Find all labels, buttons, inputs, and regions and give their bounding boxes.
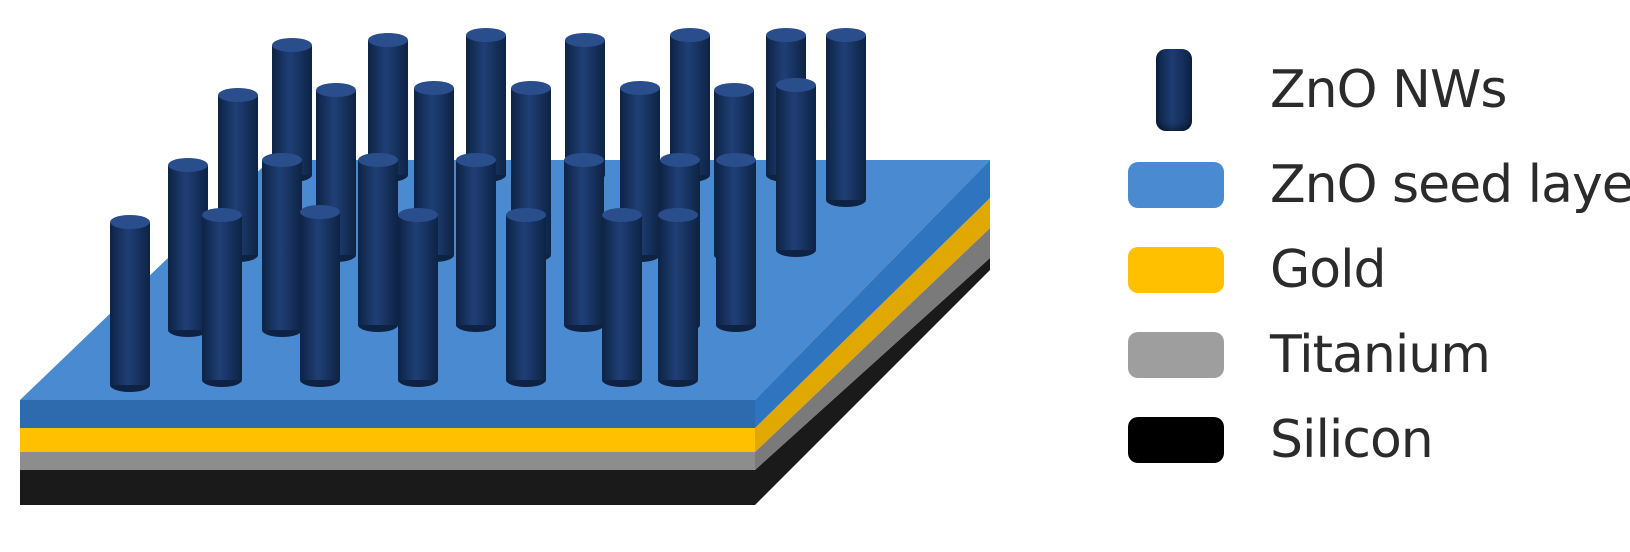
gold-swatch — [1128, 247, 1224, 293]
nanowire — [168, 158, 208, 337]
legend-label: Titanium — [1270, 325, 1491, 385]
legend-item-zno-nws: ZnO NWs — [1120, 49, 1620, 131]
nanowire — [602, 208, 642, 387]
nanowire — [300, 205, 340, 387]
nanowire — [564, 153, 604, 332]
nanowire-icon — [1156, 49, 1192, 131]
nanowire — [658, 208, 698, 387]
nanowire — [776, 78, 816, 257]
legend-item-titanium: Titanium — [1120, 315, 1620, 395]
nanowire — [716, 153, 756, 332]
gold-layer — [20, 198, 990, 452]
titanium-swatch — [1128, 332, 1224, 378]
legend-label: ZnO NWs — [1270, 60, 1507, 120]
nanowire — [110, 215, 150, 392]
legend: ZnO NWs ZnO seed layer Gold Titanium Sil… — [1120, 30, 1630, 530]
legend-label: Silicon — [1270, 410, 1434, 470]
legend-item-silicon: Silicon — [1120, 400, 1620, 480]
nanowire — [565, 33, 605, 182]
legend-item-seed-layer: ZnO seed layer — [1120, 145, 1630, 225]
nanowire — [506, 208, 546, 387]
titanium-layer — [20, 228, 990, 470]
silicon-layer — [20, 258, 990, 505]
legend-label: ZnO seed layer — [1270, 155, 1630, 215]
legend-label: Gold — [1270, 240, 1387, 300]
layer-stack-diagram — [20, 28, 990, 505]
nanowire — [398, 208, 438, 387]
zno-nanowire-array — [110, 28, 866, 392]
nanowire — [358, 153, 398, 332]
nanowire — [826, 28, 866, 207]
seed-layer-swatch — [1128, 162, 1224, 208]
nanowire — [456, 153, 496, 332]
legend-item-gold: Gold — [1120, 230, 1620, 310]
nanowire — [262, 153, 302, 337]
nanowire — [670, 28, 710, 182]
nanowire — [202, 208, 242, 387]
silicon-swatch — [1128, 417, 1224, 463]
